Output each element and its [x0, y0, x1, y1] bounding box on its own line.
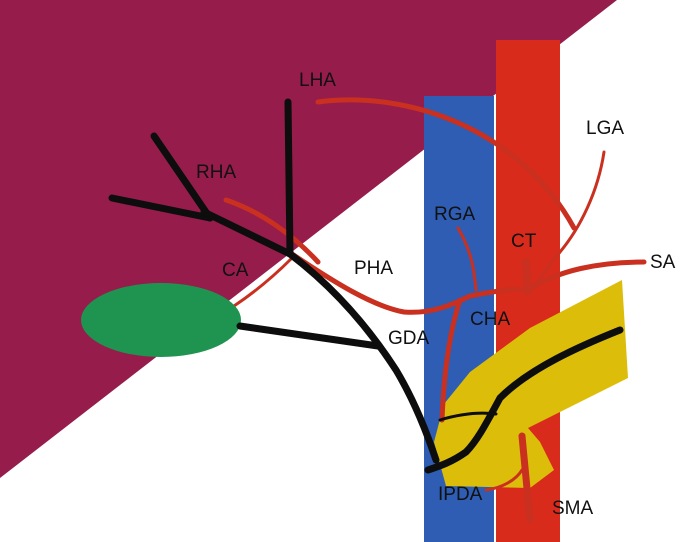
label-lha: LHA [299, 70, 336, 91]
celiac-trunk [522, 258, 532, 296]
inferior-pancreaticoduodenal-artery [484, 468, 524, 492]
cystic-duct [236, 322, 382, 350]
left-hepatic-artery [315, 97, 577, 231]
proper-hepatic-artery [289, 251, 473, 315]
common-bile-duct [286, 250, 440, 464]
label-sma: SMA [552, 498, 594, 519]
cystic-artery [232, 256, 294, 308]
gastroduodenal-artery [439, 297, 463, 423]
superior-mesenteric-artery [518, 432, 534, 524]
label-cha: CHA [470, 309, 510, 330]
gallbladder [81, 283, 241, 357]
duodenal-duct-segment [438, 411, 498, 422]
label-gda: GDA [388, 328, 430, 349]
label-sa: SA [650, 252, 676, 273]
splenic-artery [525, 259, 647, 293]
bile-duct-right-branch-upper [150, 132, 214, 222]
bile-ducts [108, 98, 624, 474]
left-gastric-artery [534, 150, 606, 286]
arteries [223, 97, 647, 524]
common-hepatic-duct [200, 208, 294, 258]
common-hepatic-artery [467, 286, 531, 299]
label-pha: PHA [354, 258, 393, 279]
label-ca: CA [222, 260, 249, 281]
right-hepatic-artery [223, 197, 321, 265]
bile-duct-left-branch [284, 98, 294, 258]
bile-duct-right-branch-lower [108, 194, 214, 222]
labels: LHA LGA RHA RGA CT SA CA PHA CHA GDA IPD… [196, 70, 676, 519]
pancreatic-duct [424, 326, 624, 474]
label-ipda: IPDA [438, 484, 483, 505]
label-rga: RGA [434, 204, 476, 225]
label-rha: RHA [196, 162, 236, 183]
label-lga: LGA [586, 118, 624, 139]
right-gastric-artery [456, 226, 478, 292]
label-ct: CT [511, 231, 537, 252]
